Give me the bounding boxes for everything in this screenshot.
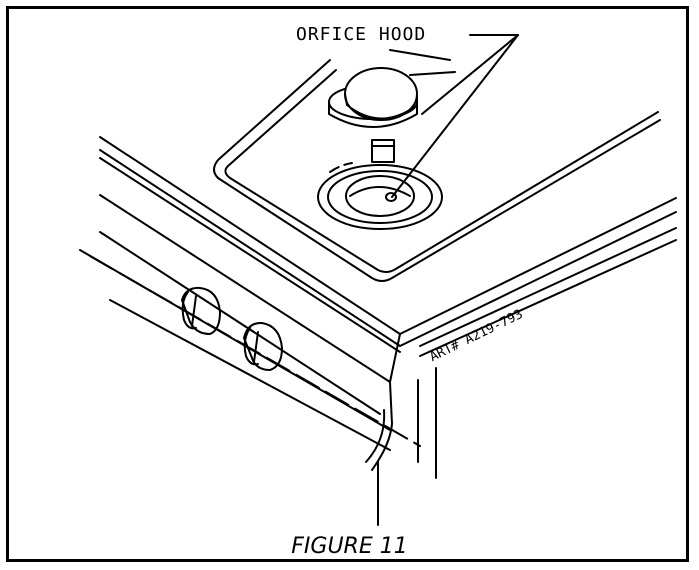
orifice-hood-cap <box>328 67 418 163</box>
range-top-rim <box>99 136 677 383</box>
control-knob <box>243 321 283 371</box>
burner-pan <box>213 49 661 282</box>
burner-port <box>317 162 443 230</box>
figure-caption: FIGURE 11 <box>291 534 408 559</box>
callout-label: ORFICE HOOD <box>296 24 427 45</box>
control-panel <box>79 194 437 526</box>
callout-leaders <box>391 34 519 198</box>
control-knob <box>181 286 221 335</box>
